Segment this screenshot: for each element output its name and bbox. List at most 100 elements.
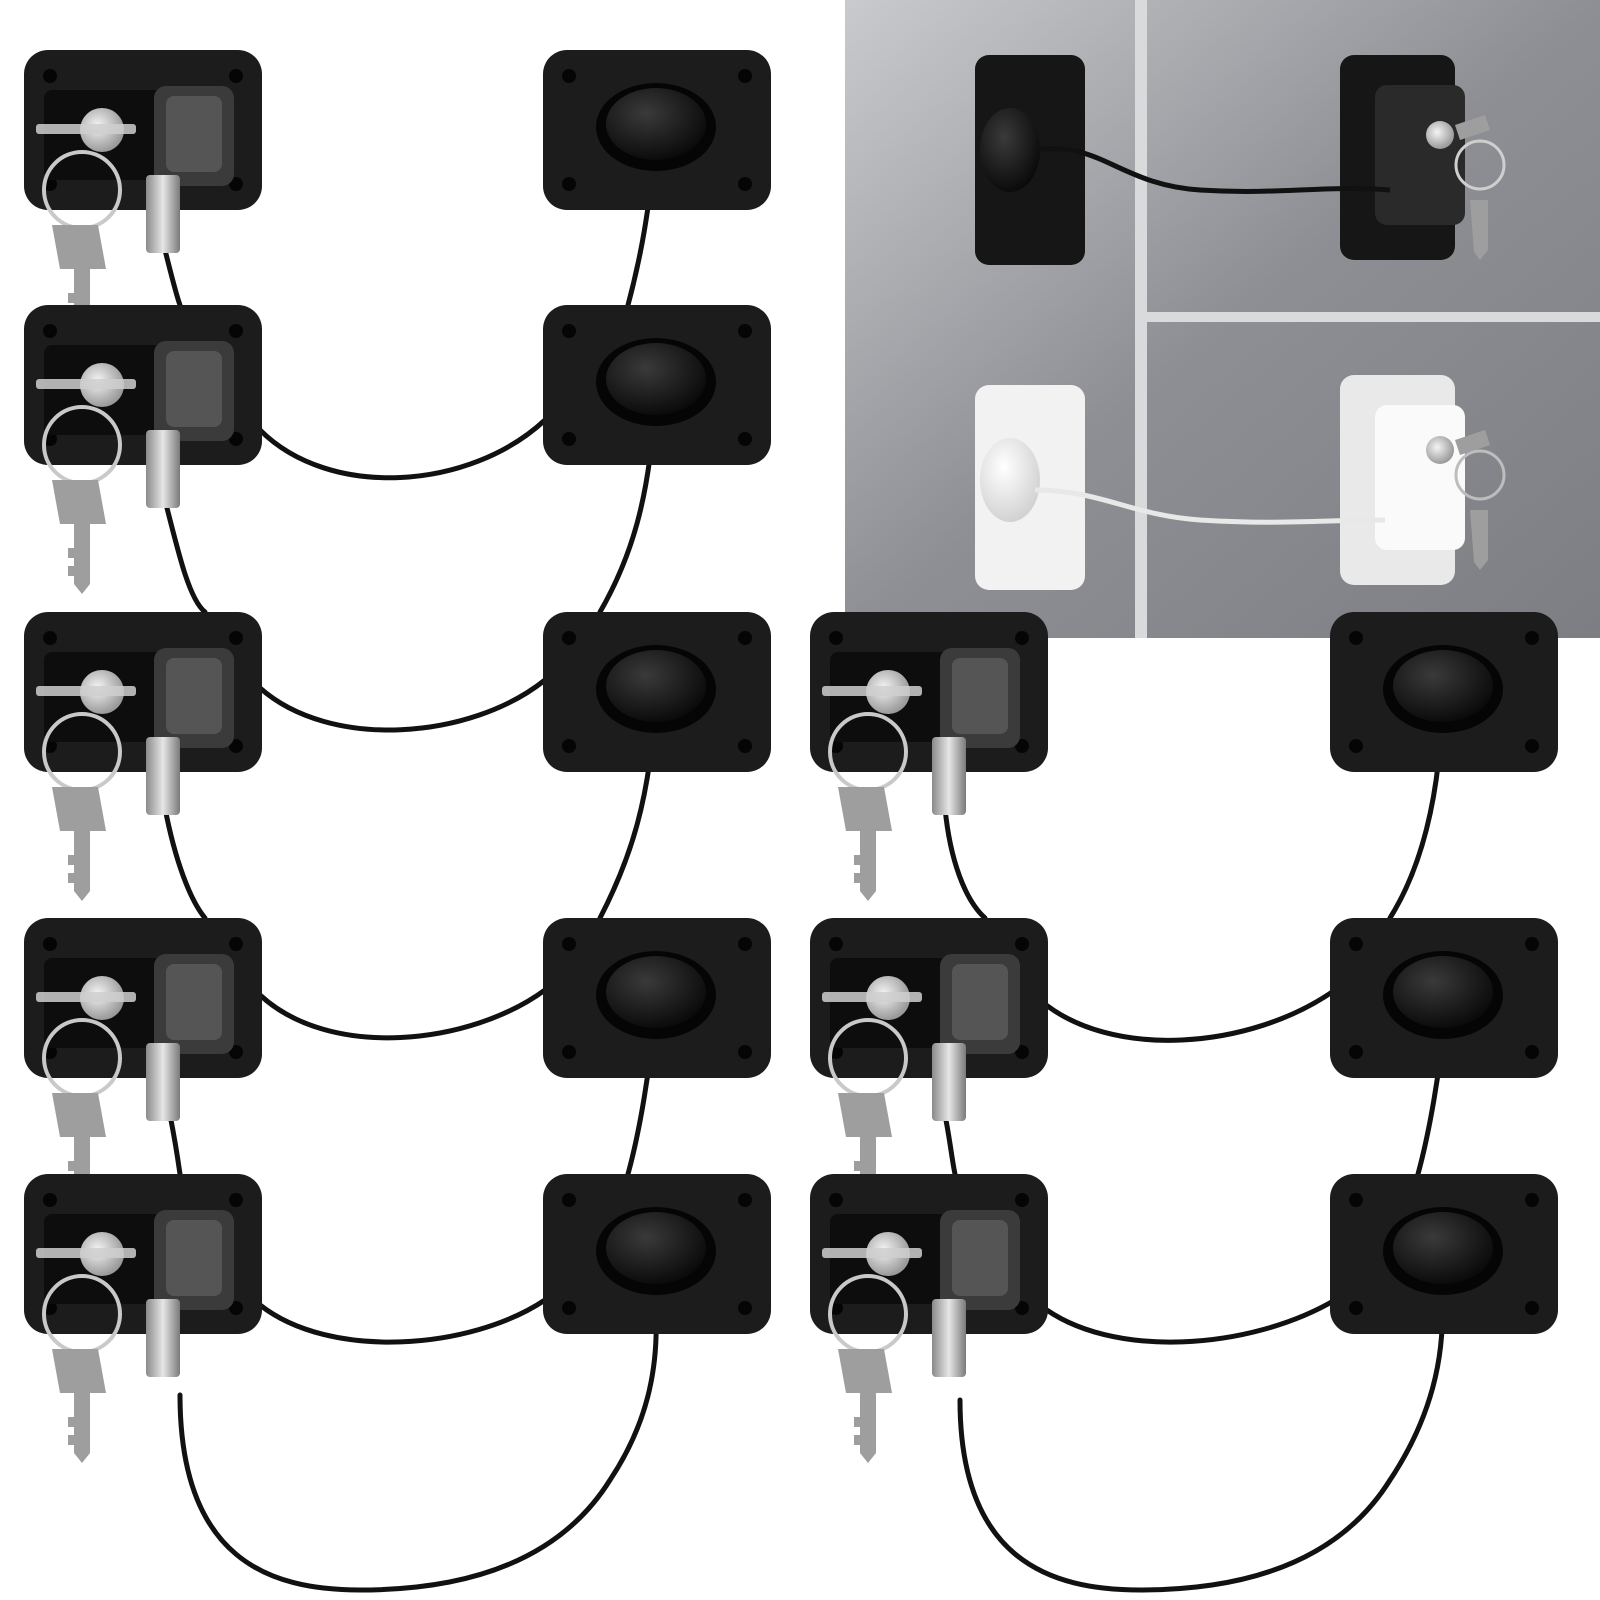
inset-white-keys [1455, 430, 1490, 570]
cable-16 [1037, 987, 1338, 1043]
knob-plate-screw-hole-2 [738, 937, 752, 951]
inset-black-keys [1455, 115, 1490, 260]
cable-ferrule [146, 1299, 180, 1377]
knob [606, 650, 706, 722]
key-blade [822, 686, 922, 696]
key [52, 1349, 106, 1463]
cable-12 [257, 1297, 548, 1345]
lock-plate-screw-hole-1 [829, 937, 843, 951]
lock-housing-highlight [166, 964, 222, 1040]
lock-plate-screw-hole-1 [43, 631, 57, 645]
cable-ferrule [146, 175, 180, 253]
knob-plate-screw-hole-3 [562, 1045, 576, 1059]
cable-ferrule [932, 737, 966, 815]
lock-set-8 [810, 1174, 1558, 1463]
knob-plate-screw-hole-4 [1525, 1045, 1539, 1059]
knob [1393, 650, 1493, 722]
lock-plate-screw-hole-4 [1015, 1045, 1029, 1059]
knob-plate-screw-hole-3 [1349, 739, 1363, 753]
lock-plate-screw-hole-2 [229, 631, 243, 645]
knob-plate-screw-hole-4 [1525, 739, 1539, 753]
knob-plate-screw-hole-4 [738, 432, 752, 446]
knob-plate-screw-hole-1 [562, 937, 576, 951]
lock-housing-highlight [166, 658, 222, 734]
lock-plate-screw-hole-1 [43, 69, 57, 83]
cable-7 [162, 805, 208, 921]
key [838, 1349, 892, 1463]
lock-housing-highlight [166, 351, 222, 427]
knob-plate-screw-hole-4 [738, 1301, 752, 1315]
lock-plate-screw-hole-1 [43, 1193, 57, 1207]
knob-plate-screw-hole-1 [1349, 631, 1363, 645]
lock-set-2 [24, 305, 771, 594]
lock-set-4 [24, 918, 771, 1207]
knob-plate-screw-hole-3 [1349, 1301, 1363, 1315]
lock-plate-screw-hole-4 [229, 1045, 243, 1059]
knob-plate-screw-hole-1 [562, 1193, 576, 1207]
lock-housing-highlight [166, 1220, 222, 1296]
lock-plate-screw-hole-2 [1015, 631, 1029, 645]
inset-black-cylinder [1426, 121, 1454, 149]
knob-plate-screw-hole-2 [738, 631, 752, 645]
knob-plate-screw-hole-4 [1525, 1301, 1539, 1315]
knob [606, 88, 706, 160]
knob [606, 343, 706, 415]
cable-1 [162, 247, 183, 308]
inset-black-knob [980, 108, 1040, 192]
knob-plate-screw-hole-1 [1349, 1193, 1363, 1207]
cable-14 [942, 805, 988, 921]
lock-set-1 [24, 50, 771, 339]
key [52, 225, 106, 339]
lock-housing-highlight [952, 1220, 1008, 1296]
knob-plate-screw-hole-4 [738, 177, 752, 191]
lock-set-5 [24, 1174, 771, 1463]
lock-set-6 [810, 612, 1558, 901]
key-blade [36, 1248, 136, 1258]
lock-plate-screw-hole-4 [229, 1301, 243, 1315]
knob-plate-screw-hole-4 [738, 739, 752, 753]
cable-9 [257, 987, 548, 1041]
knob-plate-screw-hole-3 [562, 739, 576, 753]
knob-plate-screw-hole-2 [738, 1193, 752, 1207]
lock-plate-screw-hole-2 [1015, 1193, 1029, 1207]
key [838, 1093, 892, 1207]
knob [606, 1212, 706, 1284]
cable-10 [167, 1112, 183, 1177]
lock-plate-screw-hole-4 [1015, 739, 1029, 753]
knob-plate-screw-hole-3 [1349, 1045, 1363, 1059]
key [52, 480, 106, 594]
lock-plate-screw-hole-4 [229, 177, 243, 191]
lock-plate-screw-hole-4 [1015, 1301, 1029, 1315]
lock-plate-screw-hole-1 [829, 631, 843, 645]
knob-plate-screw-hole-1 [562, 69, 576, 83]
lock-plate-screw-hole-2 [229, 324, 243, 338]
inset-white-key-ring [1454, 449, 1506, 501]
knob-plate-screw-hole-4 [738, 1045, 752, 1059]
lock-plate-screw-hole-4 [229, 432, 243, 446]
lock-plate-screw-hole-2 [229, 69, 243, 83]
cable-19 [1037, 1297, 1338, 1345]
cable-6 [257, 677, 548, 733]
cable-ferrule [932, 1299, 966, 1377]
inset-black-key-ring [1454, 139, 1506, 191]
lock-set-7 [810, 918, 1558, 1207]
knob-plate-screw-hole-2 [1525, 631, 1539, 645]
knob-plate-screw-hole-1 [562, 631, 576, 645]
knob-plate-screw-hole-2 [1525, 937, 1539, 951]
lock-housing-highlight [166, 96, 222, 172]
key-blade [822, 992, 922, 1002]
inset-white-lock-body [1375, 405, 1465, 550]
cable-4 [162, 497, 208, 615]
knob-plate-screw-hole-2 [1525, 1193, 1539, 1207]
knob-plate-screw-hole-3 [562, 177, 576, 191]
lock-plate-screw-hole-1 [43, 324, 57, 338]
lock-plate-screw-hole-2 [229, 1193, 243, 1207]
key [838, 787, 892, 901]
door-gap-horizontal [1147, 312, 1600, 322]
lock-plate-screw-hole-2 [229, 937, 243, 951]
knob-plate-screw-hole-3 [562, 432, 576, 446]
cable-17 [942, 1112, 958, 1177]
lock-plate-screw-hole-4 [229, 739, 243, 753]
